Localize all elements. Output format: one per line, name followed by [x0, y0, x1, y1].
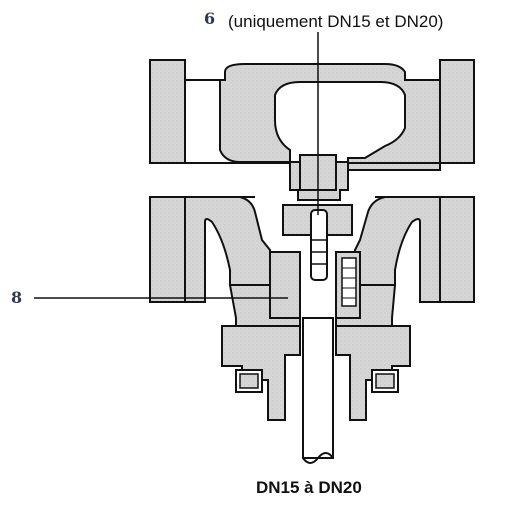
packing-ring-right [341, 257, 357, 307]
left-flange [149, 59, 186, 303]
bolt-left-nut [239, 373, 259, 389]
bonnet-flange [228, 284, 301, 327]
stem-break [302, 452, 334, 464]
right-flange [439, 59, 475, 303]
callout-number-8: 8 [11, 288, 23, 307]
bonnet-flange-right [335, 284, 397, 327]
diagram-caption: DN15 à DN20 [256, 478, 362, 497]
guide-bushing-left [269, 251, 301, 319]
valve-stem [302, 317, 334, 459]
callout-note-6: (uniquement DN15 et DN20) [228, 12, 444, 31]
bolt-right-nut [375, 373, 395, 389]
callout-number-6: 6 [204, 9, 216, 28]
lower-valve-body-left [184, 196, 271, 303]
lower-valve-body-right [354, 196, 441, 303]
plug-stem-tip [310, 209, 328, 281]
upper-valve-body [185, 63, 441, 171]
